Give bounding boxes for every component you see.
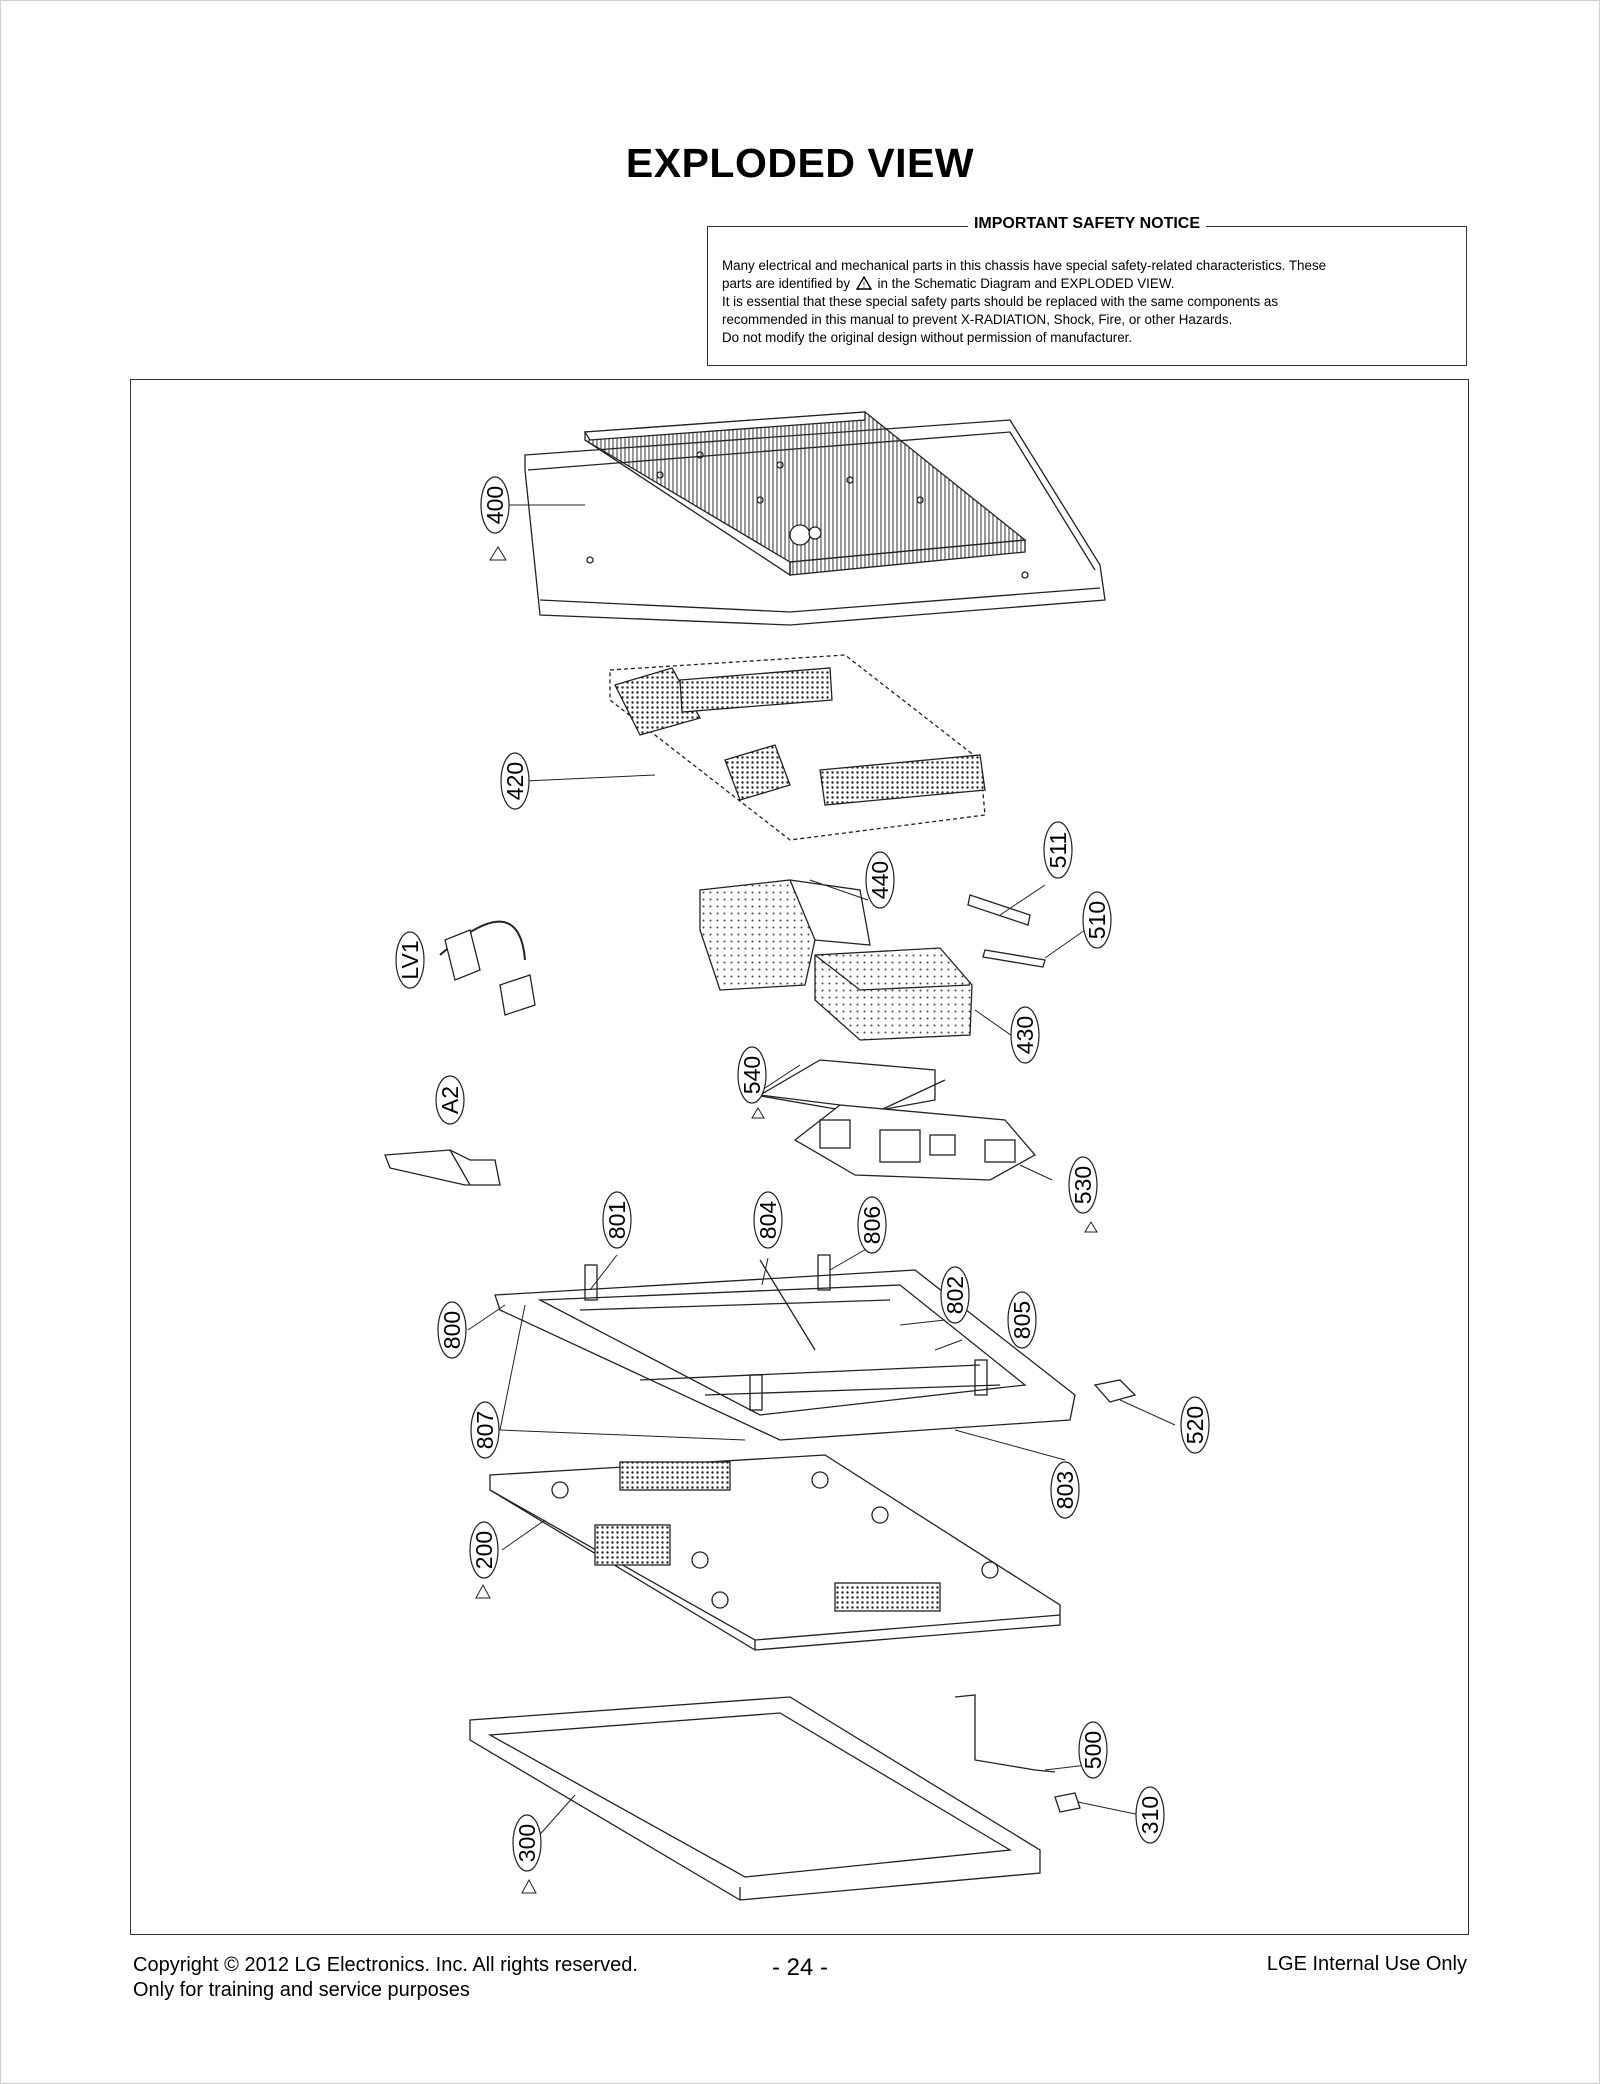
notice-line-1: Many electrical and mechanical parts in … — [722, 258, 1327, 273]
part-510-bar — [982, 949, 1046, 968]
part-label-530: 530 — [1068, 1156, 1098, 1214]
svg-text:!: ! — [863, 281, 865, 290]
part-500-cable — [954, 1694, 1056, 1773]
svg-text:804: 804 — [755, 1201, 781, 1240]
leader-lines — [467, 504, 1176, 1841]
svg-text:200: 200 — [471, 1531, 497, 1569]
power-board-part-530 — [793, 1104, 1037, 1181]
part-label-LV1: LV1 — [395, 931, 425, 989]
part-label-310: 310 — [1135, 1786, 1165, 1844]
svg-text:510: 510 — [1084, 901, 1110, 939]
svg-text:803: 803 — [1052, 1471, 1078, 1509]
part-label-200: 200 — [469, 1521, 499, 1579]
part-label-800: 800 — [437, 1301, 467, 1359]
notice-line-2: parts are identified by ! in the Schemat… — [722, 275, 1175, 291]
frame-part-800 — [494, 1254, 1076, 1441]
warning-triangle-icon: ! — [855, 275, 872, 290]
svg-text:802: 802 — [942, 1276, 968, 1314]
svg-text:310: 310 — [1137, 1796, 1163, 1834]
speaker-grilles-part-420 — [609, 654, 986, 841]
part-label-430: 430 — [1010, 1006, 1040, 1064]
part-label-805: 805 — [1007, 1291, 1037, 1349]
svg-text:420: 420 — [502, 762, 528, 800]
part-label-400: 400 — [480, 476, 510, 534]
part-label-807: 807 — [470, 1401, 500, 1459]
part-310 — [1054, 1792, 1081, 1813]
svg-text:530: 530 — [1070, 1166, 1096, 1204]
front-bezel-part-300 — [469, 1696, 1041, 1901]
svg-text:801: 801 — [604, 1201, 630, 1239]
svg-text:806: 806 — [859, 1206, 885, 1244]
part-label-804: 804 — [753, 1191, 783, 1249]
page-title: EXPLODED VIEW — [625, 140, 975, 186]
part-label-803: 803 — [1050, 1461, 1080, 1519]
svg-text:540: 540 — [739, 1056, 765, 1094]
safety-triangle-markers — [475, 546, 1098, 1894]
lvds-cable-part-LV1 — [439, 920, 536, 1016]
part-label-802: 802 — [940, 1266, 970, 1324]
part-label-801: 801 — [602, 1191, 632, 1249]
part-520 — [1093, 1379, 1137, 1403]
part-label-300: 300 — [512, 1814, 542, 1872]
svg-text:805: 805 — [1009, 1301, 1035, 1339]
shield-and-boards-part-440-430-540 — [699, 879, 973, 1116]
footer-purpose: Only for training and service purposes — [133, 1979, 470, 2001]
svg-text:430: 430 — [1012, 1016, 1038, 1054]
stand-part-A2 — [384, 1149, 501, 1186]
diagram-frame — [130, 379, 1469, 1935]
part-label-540: 540 — [737, 1046, 767, 1104]
svg-text:A2: A2 — [437, 1086, 463, 1114]
part-label-420: 420 — [500, 752, 530, 810]
part-label-440: 440 — [865, 851, 895, 909]
footer-internal-use: LGE Internal Use Only — [1266, 1953, 1467, 1975]
svg-text:511: 511 — [1045, 832, 1071, 869]
svg-text:400: 400 — [482, 486, 508, 524]
svg-text:300: 300 — [514, 1824, 540, 1862]
footer-copyright-block: Copyright © 2012 LG Electronics. Inc. Al… — [133, 1953, 638, 2003]
svg-text:440: 440 — [867, 861, 893, 899]
safety-notice-heading: IMPORTANT SAFETY NOTICE — [967, 215, 1207, 232]
part-label-511: 511 — [1043, 821, 1073, 879]
part-label-500: 500 — [1078, 1721, 1108, 1779]
page-number: - 24 - — [771, 1954, 828, 1981]
svg-text:500: 500 — [1080, 1731, 1106, 1769]
svg-text:800: 800 — [439, 1311, 465, 1349]
part-label-510: 510 — [1082, 891, 1112, 949]
part-label-520: 520 — [1180, 1396, 1210, 1454]
part-label-A2: A2 — [435, 1075, 465, 1125]
back-cover-part-400 — [524, 411, 1106, 626]
safety-notice-body: Many electrical and mechanical parts in … — [722, 257, 1452, 347]
svg-text:LV1: LV1 — [397, 940, 423, 979]
notice-line-3: It is essential that these special safet… — [722, 294, 1279, 309]
svg-text:520: 520 — [1182, 1406, 1208, 1444]
part-label-806: 806 — [857, 1196, 887, 1254]
lcd-module-part-200 — [489, 1454, 1061, 1651]
notice-line-5: Do not modify the original design withou… — [722, 330, 1133, 345]
part-511-bar — [967, 894, 1031, 926]
svg-text:807: 807 — [472, 1411, 498, 1449]
footer-copyright: Copyright © 2012 LG Electronics. Inc. Al… — [133, 1954, 638, 1976]
safety-notice-box: IMPORTANT SAFETY NOTICE Many electrical … — [707, 215, 1467, 366]
notice-line-4: recommended in this manual to prevent X-… — [722, 312, 1233, 327]
